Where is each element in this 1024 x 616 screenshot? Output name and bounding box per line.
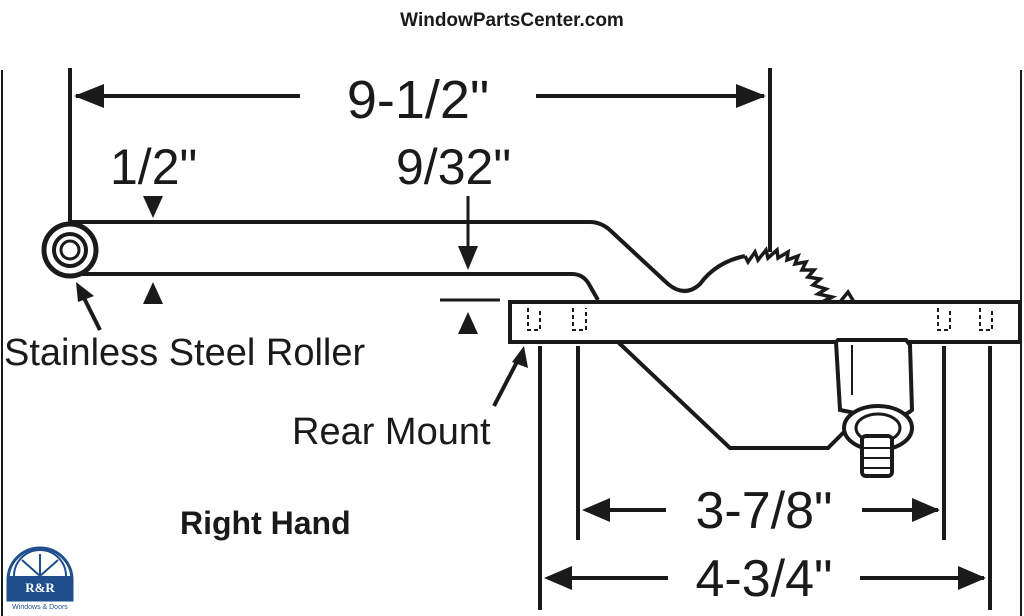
spline-shaft xyxy=(860,434,894,478)
roller-width-arrow-top xyxy=(143,196,163,218)
hand-label: Right Hand xyxy=(180,505,351,541)
r-and-r-logo: R&R Windows & Doors xyxy=(6,546,74,611)
mount-inner-arrowhead-right xyxy=(912,498,940,522)
site-header: WindowPartsCenter.com xyxy=(400,10,624,31)
roller-width-label: 1/2" xyxy=(110,139,197,195)
mount-inner-label: 3-7/8" xyxy=(696,482,833,540)
mount-inner-arrowhead-left xyxy=(582,498,610,522)
rear-mount-callout-label: Rear Mount xyxy=(292,411,491,453)
overall-arrowhead-right xyxy=(736,84,766,108)
gear-teeth xyxy=(743,246,856,304)
arm-offset-arrowhead-up xyxy=(458,312,478,334)
mount-outer-label: 4-3/4" xyxy=(696,550,833,608)
operator-arm-lower xyxy=(70,272,600,301)
mount-holes xyxy=(527,308,993,331)
spline-ridges xyxy=(862,447,892,469)
roller-inner xyxy=(59,239,81,261)
overall-arrowhead-left xyxy=(74,84,104,108)
roller-leader-arrowhead xyxy=(76,282,94,302)
operator-arm xyxy=(70,220,746,293)
logo-subtitle: Windows & Doors xyxy=(12,604,68,611)
operator-housing xyxy=(616,340,870,450)
logo-name: R&R xyxy=(25,580,55,595)
arm-offset-arrowhead-down xyxy=(458,246,478,270)
overall-length-label: 9-1/2" xyxy=(347,70,489,130)
rear-mount-leader-arrowhead xyxy=(512,346,528,368)
rear-mount-plate xyxy=(508,300,1022,344)
roller-callout-label: Stainless Steel Roller xyxy=(4,332,366,374)
rear-mount-leader-line xyxy=(492,355,522,407)
mount-outer-arrowhead-left xyxy=(544,566,572,590)
arm-offset-label: 9/32" xyxy=(396,139,511,195)
mount-outer-arrowhead-right xyxy=(958,566,986,590)
roller-width-arrow-bottom xyxy=(143,282,163,304)
